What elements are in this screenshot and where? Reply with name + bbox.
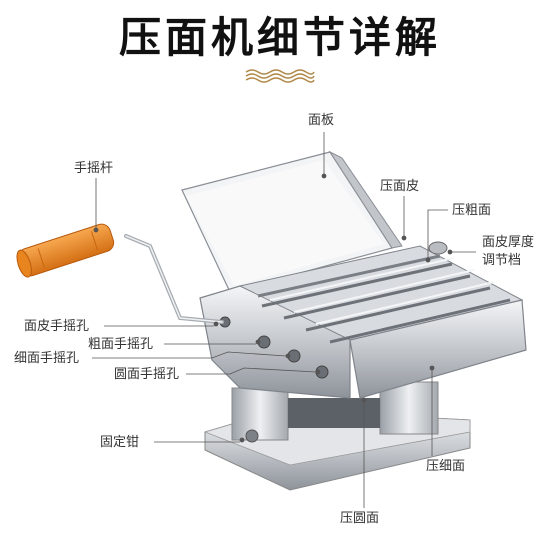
leader-lines [92,132,476,508]
label-thick-crank-hole: 粗面手摇孔 [88,337,154,352]
crank-handle-icon [16,223,224,324]
label-clamp: 固定钳 [100,435,140,450]
label-sheet-press: 压面皮 [380,179,420,194]
machine-base [203,381,471,491]
machine-panel [181,150,403,293]
label-panel: 面板 [308,113,335,128]
label-sheet-crank-hole: 面皮手摇孔 [24,319,90,334]
label-thickness-dial: 面皮厚度调节档 [482,235,535,268]
label-thin-crank-hole: 细面手摇孔 [14,351,80,366]
page-title: 压面机细节详解 [118,13,441,62]
label-thin-noodle: 压细面 [426,459,466,474]
decorative-wave-icon [245,69,315,83]
label-round-crank-hole: 圆面手摇孔 [114,367,180,382]
label-round-noodle: 压圆面 [340,511,380,526]
machine-body [199,241,527,399]
label-thick-noodle: 压粗面 [452,203,492,218]
label-crank-handle: 手摇杆 [74,161,114,176]
